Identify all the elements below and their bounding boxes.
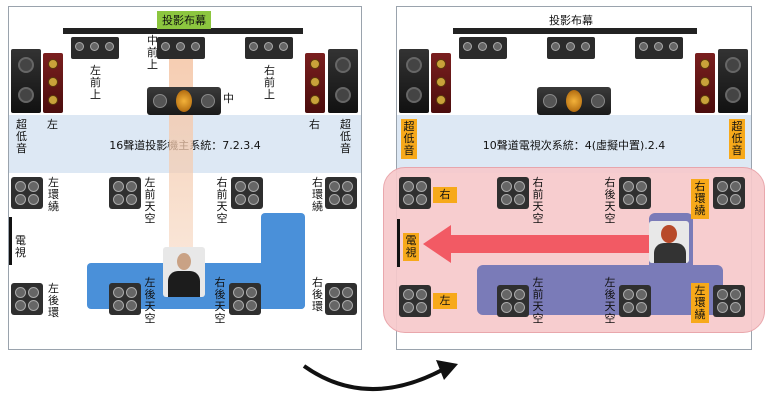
- direction-arrow-head: [423, 225, 451, 263]
- left-front-ceiling-speaker: [109, 177, 141, 209]
- label-right-rear: 右後環: [312, 276, 323, 313]
- label-right-surround: 右環繞: [312, 176, 323, 213]
- tag-tv: 電視: [403, 233, 419, 261]
- label-left-front-ceiling: 左前天空: [144, 176, 156, 225]
- transition-arrow-icon: [302, 360, 458, 392]
- tag-right-surround: 右環繞: [691, 179, 709, 219]
- label-left-surround: 左環繞: [48, 176, 59, 213]
- label-center: 中: [223, 92, 234, 105]
- tag-sub-left: 超低音: [401, 119, 417, 159]
- seating-area-right-extension: [261, 213, 305, 309]
- viewer-woman: [649, 221, 689, 263]
- ceiling-speaker-1: [459, 37, 507, 59]
- center-speaker: [537, 87, 611, 115]
- label-right: 右: [309, 118, 320, 131]
- label-left: 左: [47, 118, 58, 131]
- ceiling-speaker-right-front-high: [245, 37, 293, 59]
- subwoofer-right: [328, 49, 358, 113]
- left-rear-ceiling-speaker: [109, 283, 141, 315]
- right-speaker-left-side: [399, 177, 431, 209]
- right-front-ceiling-speaker: [231, 177, 263, 209]
- left-rear-speaker: [11, 283, 43, 315]
- left-surround-speaker: [713, 285, 745, 317]
- system-title: 10聲道電視次系統：4(虛擬中置).2.4: [482, 139, 666, 152]
- left-surround-speaker: [11, 177, 43, 209]
- right-rear-speaker: [325, 283, 357, 315]
- left-rear-ceiling-speaker: [619, 285, 651, 317]
- right-front-ceiling-speaker: [497, 177, 529, 209]
- tag-left-surround: 左環繞: [691, 283, 709, 323]
- front-left-speaker: [43, 53, 63, 113]
- screen-label: 投影布幕: [549, 14, 593, 27]
- ceiling-speaker-left-front-high: [71, 37, 119, 59]
- right-surround-speaker: [713, 177, 745, 209]
- front-right-speaker: [305, 53, 325, 113]
- tv-screen: [397, 219, 400, 267]
- ceiling-speaker-center-front-high: [157, 37, 205, 59]
- label-right-front-high: 右前上: [264, 64, 275, 101]
- label-left-rear-ceiling: 左後天空: [604, 276, 616, 325]
- right-rear-ceiling-speaker: [229, 283, 261, 315]
- label-left-front-ceiling: 左前天空: [532, 276, 544, 325]
- label-left-rear: 左後環: [48, 282, 59, 319]
- label-sub-left: 超低音: [16, 118, 27, 155]
- subwoofer-left: [11, 49, 41, 113]
- direction-arrow-body: [449, 235, 649, 253]
- viewer-man: [163, 247, 205, 297]
- secondary-system-panel: 10聲道電視次系統：4(虛擬中置).2.4 投影布幕 超低音 超低音 右 右前天…: [383, 6, 765, 350]
- label-left-rear-ceiling: 左後天空: [144, 276, 156, 325]
- projection-screen: [63, 28, 303, 34]
- projection-screen: [453, 28, 697, 34]
- label-right-front-ceiling: 右前天空: [216, 176, 228, 225]
- label-tv: 電視: [15, 234, 26, 259]
- label-center-front-high: 中前上: [147, 34, 158, 71]
- right-rear-ceiling-speaker: [619, 177, 651, 209]
- label-right-rear-ceiling: 右後天空: [214, 276, 226, 325]
- label-right-rear-ceiling: 右後天空: [604, 176, 616, 225]
- ceiling-speaker-3: [635, 37, 683, 59]
- system-band: [397, 115, 751, 173]
- left-speaker-left-side: [399, 285, 431, 317]
- front-right-speaker: [695, 53, 715, 113]
- center-speaker: [147, 87, 221, 115]
- left-front-ceiling-speaker: [497, 285, 529, 317]
- label-sub-right: 超低音: [340, 118, 351, 155]
- primary-system-panel: 16聲道投影機主系統：7.2.3.4 投影布幕 中前上 左前上 右前上 中 超低…: [8, 6, 362, 350]
- right-surround-speaker: [325, 177, 357, 209]
- subwoofer-right: [718, 49, 748, 113]
- label-right-front-ceiling: 右前天空: [532, 176, 544, 225]
- label-left-front-high: 左前上: [90, 64, 101, 101]
- subwoofer-left: [399, 49, 429, 113]
- screen-label: 投影布幕: [157, 11, 211, 29]
- front-left-speaker: [431, 53, 451, 113]
- tag-sub-right: 超低音: [729, 119, 745, 159]
- tv-screen: [9, 217, 12, 265]
- tag-right: 右: [433, 187, 457, 203]
- ceiling-speaker-2: [547, 37, 595, 59]
- tag-left: 左: [433, 293, 457, 309]
